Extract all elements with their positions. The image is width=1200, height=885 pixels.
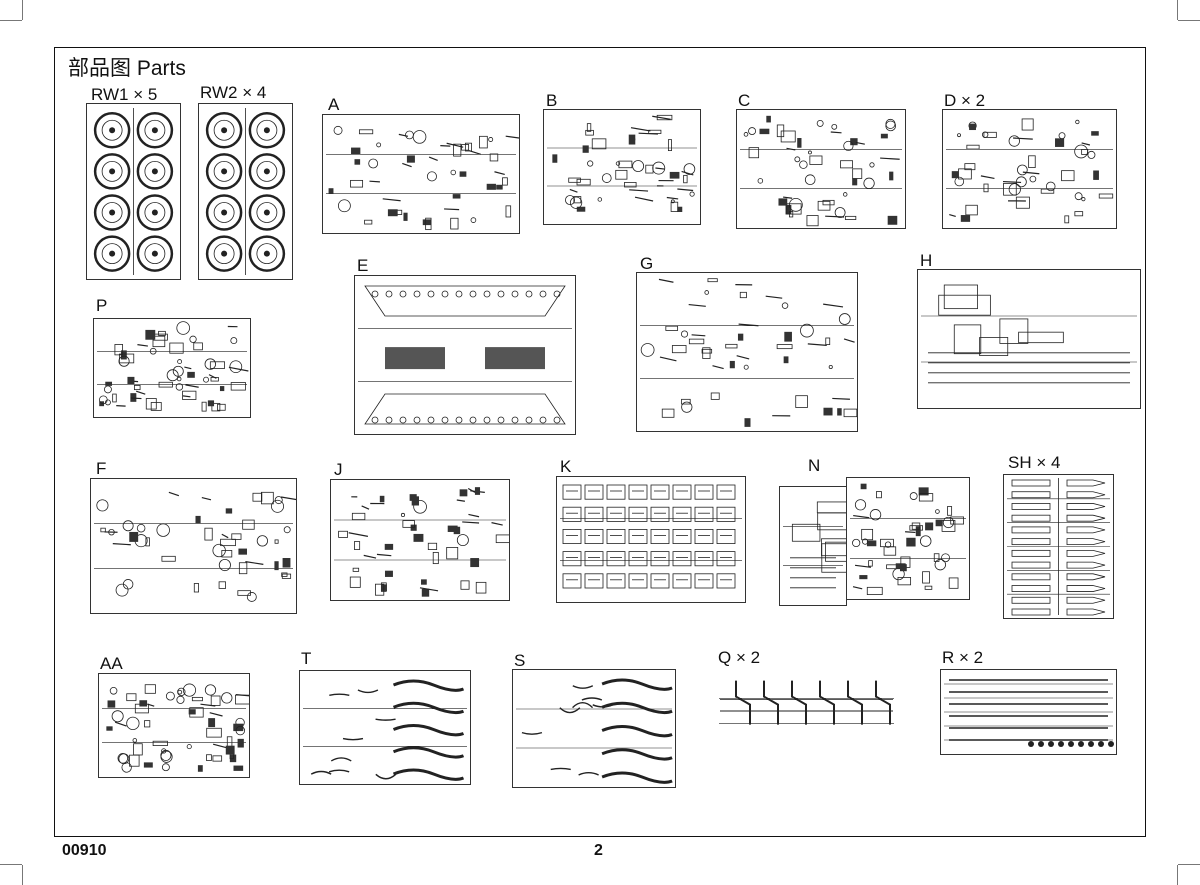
sprue-e (354, 275, 576, 435)
sprue-artwork (93, 108, 174, 275)
sprue-artwork (97, 321, 249, 412)
sprue-artwork (719, 680, 894, 725)
sprue-p (93, 318, 251, 418)
crop-mark (1177, 865, 1178, 885)
crop-mark (0, 864, 22, 865)
sprue-label-aa: AA (100, 654, 123, 673)
sprue-label-q: Q × 2 (718, 648, 761, 667)
sprue-label-c: C (738, 91, 751, 110)
sprue-artwork (850, 483, 966, 595)
sprue-artwork (640, 278, 857, 427)
sprue-h (917, 269, 1141, 409)
page-frame (54, 47, 1146, 837)
sprue-label-rw1: RW1 × 5 (91, 85, 158, 104)
crop-mark (1177, 0, 1178, 20)
sprue-q (715, 672, 898, 750)
sprue-label-d: D × 2 (944, 91, 986, 110)
sprue-b (543, 109, 701, 225)
sprue-d (942, 109, 1117, 229)
sprue-label-f: F (96, 459, 107, 478)
sprue-n-panel (779, 486, 847, 606)
sprue-g (636, 272, 858, 432)
sprue-artwork (334, 487, 509, 597)
sprue-label-e: E (357, 256, 369, 275)
sprue-artwork (102, 683, 249, 773)
sprue-artwork (921, 284, 1137, 384)
sprue-r (940, 669, 1117, 755)
sprue-label-s: S (514, 651, 526, 670)
sprue-artwork (94, 491, 296, 602)
sprue-label-r: R × 2 (942, 648, 984, 667)
sprue-artwork (1007, 478, 1110, 616)
sprue-artwork (358, 285, 572, 425)
sprue-rw2 (198, 103, 293, 280)
sprue-artwork (944, 679, 1114, 747)
sprue-f (90, 478, 297, 614)
crop-mark (1178, 864, 1200, 865)
sprue-artwork (547, 114, 697, 213)
sprue-artwork (560, 484, 742, 589)
sprue-sh (1003, 474, 1114, 619)
sprue-artwork (740, 115, 902, 227)
crop-mark (22, 0, 23, 20)
sprue-k (556, 476, 746, 603)
sprue-artwork (946, 118, 1114, 224)
sprue-label-j: J (334, 460, 343, 479)
sprue-artwork (326, 125, 519, 231)
sprue-n (846, 477, 970, 600)
sprue-label-t: T (301, 649, 312, 668)
page-number: 2 (594, 842, 603, 859)
sprue-c (736, 109, 906, 229)
sprue-label-g: G (640, 254, 654, 273)
sprue-label-k: K (560, 457, 572, 476)
sprue-s (512, 669, 676, 788)
sprue-artwork (783, 501, 846, 589)
sprue-label-rw2: RW2 × 4 (200, 83, 267, 102)
sprue-label-p: P (96, 296, 108, 315)
sprue-t (299, 670, 471, 785)
crop-mark (22, 865, 23, 885)
sprue-artwork (303, 679, 467, 781)
product-code: 00910 (62, 842, 107, 859)
sprue-j (330, 479, 510, 601)
sprue-label-sh: SH × 4 (1008, 453, 1061, 472)
sprue-label-n: N (808, 456, 821, 475)
sprue-rw1 (86, 103, 181, 280)
sprue-label-a: A (328, 95, 340, 114)
sprue-label-h: H (920, 251, 933, 270)
sprue-label-b: B (546, 91, 558, 110)
sprue-a (322, 114, 520, 234)
sprue-aa (98, 673, 250, 778)
page-title: 部品图 Parts (68, 57, 186, 80)
crop-mark (1178, 20, 1200, 21)
sprue-artwork (516, 678, 673, 784)
sprue-artwork (205, 108, 286, 275)
crop-mark (0, 20, 22, 21)
